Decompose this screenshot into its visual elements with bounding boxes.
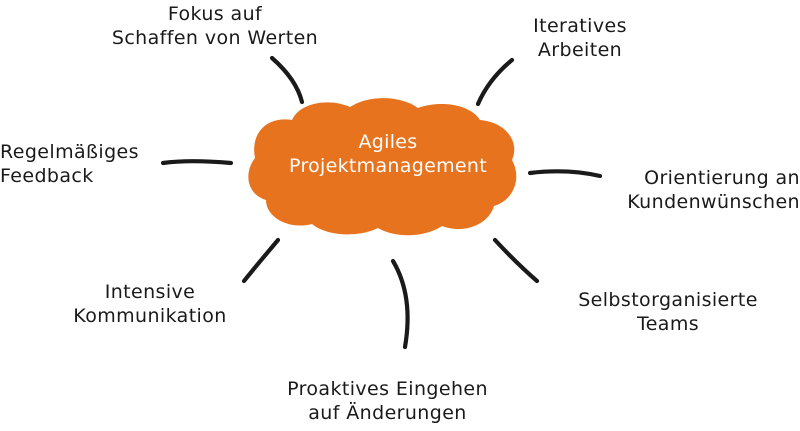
center-topic-line-2: Projektmanagement <box>289 155 487 177</box>
connector-selbstorganisiert <box>492 237 540 284</box>
center-topic-line-1: Agiles <box>358 131 418 153</box>
node-orientierung-kundenwuensche: Orientierung an Kundenwünschen <box>600 166 800 214</box>
node-selbstorganisiert-line-2: Teams <box>636 313 700 335</box>
node-regelmaessig-line-1: Regelmäßiges <box>0 141 139 163</box>
node-orientierung-line-1: Orientierung an <box>644 167 800 189</box>
node-selbstorganisiert-line-1: Selbstorganisierte <box>578 289 758 311</box>
connector-lines <box>160 55 603 350</box>
node-iterativ-line-2: Arbeiten <box>537 39 623 61</box>
connector-iterativ <box>475 57 515 107</box>
connector-regelmaessig <box>160 159 234 166</box>
node-regelmaessig-line-2: Feedback <box>0 165 94 187</box>
node-fokus-line-2: Schaffen von Werten <box>111 27 319 49</box>
connector-proaktiv <box>390 258 410 350</box>
node-regelmaessiges-feedback: Regelmäßiges Feedback <box>0 140 160 188</box>
node-fokus-line-1: Fokus auf <box>167 3 263 25</box>
center-cloud <box>248 98 517 236</box>
node-proaktives-eingehen: Proaktives Eingehen auf Änderungen <box>265 377 510 425</box>
node-selbstorganisierte-teams: Selbstorganisierte Teams <box>548 288 788 336</box>
node-intensiv-line-2: Kommunikation <box>73 305 227 327</box>
node-fokus-auf-werten: Fokus auf Schaffen von Werten <box>95 2 335 50</box>
node-iteratives-arbeiten: Iteratives Arbeiten <box>515 14 645 62</box>
connector-orientierung <box>527 169 603 179</box>
node-orientierung-line-2: Kundenwünschen <box>627 191 800 213</box>
connector-intensiv <box>241 237 281 284</box>
node-intensive-kommunikation: Intensive Kommunikation <box>60 280 240 328</box>
node-iterativ-line-1: Iteratives <box>533 15 627 37</box>
node-proaktiv-line-2: auf Änderungen <box>308 402 467 424</box>
node-proaktiv-line-1: Proaktives Eingehen <box>287 378 488 400</box>
node-intensiv-line-1: Intensive <box>104 281 196 303</box>
center-topic-label: Agiles Projektmanagement <box>288 130 488 178</box>
connector-fokus <box>269 55 305 105</box>
